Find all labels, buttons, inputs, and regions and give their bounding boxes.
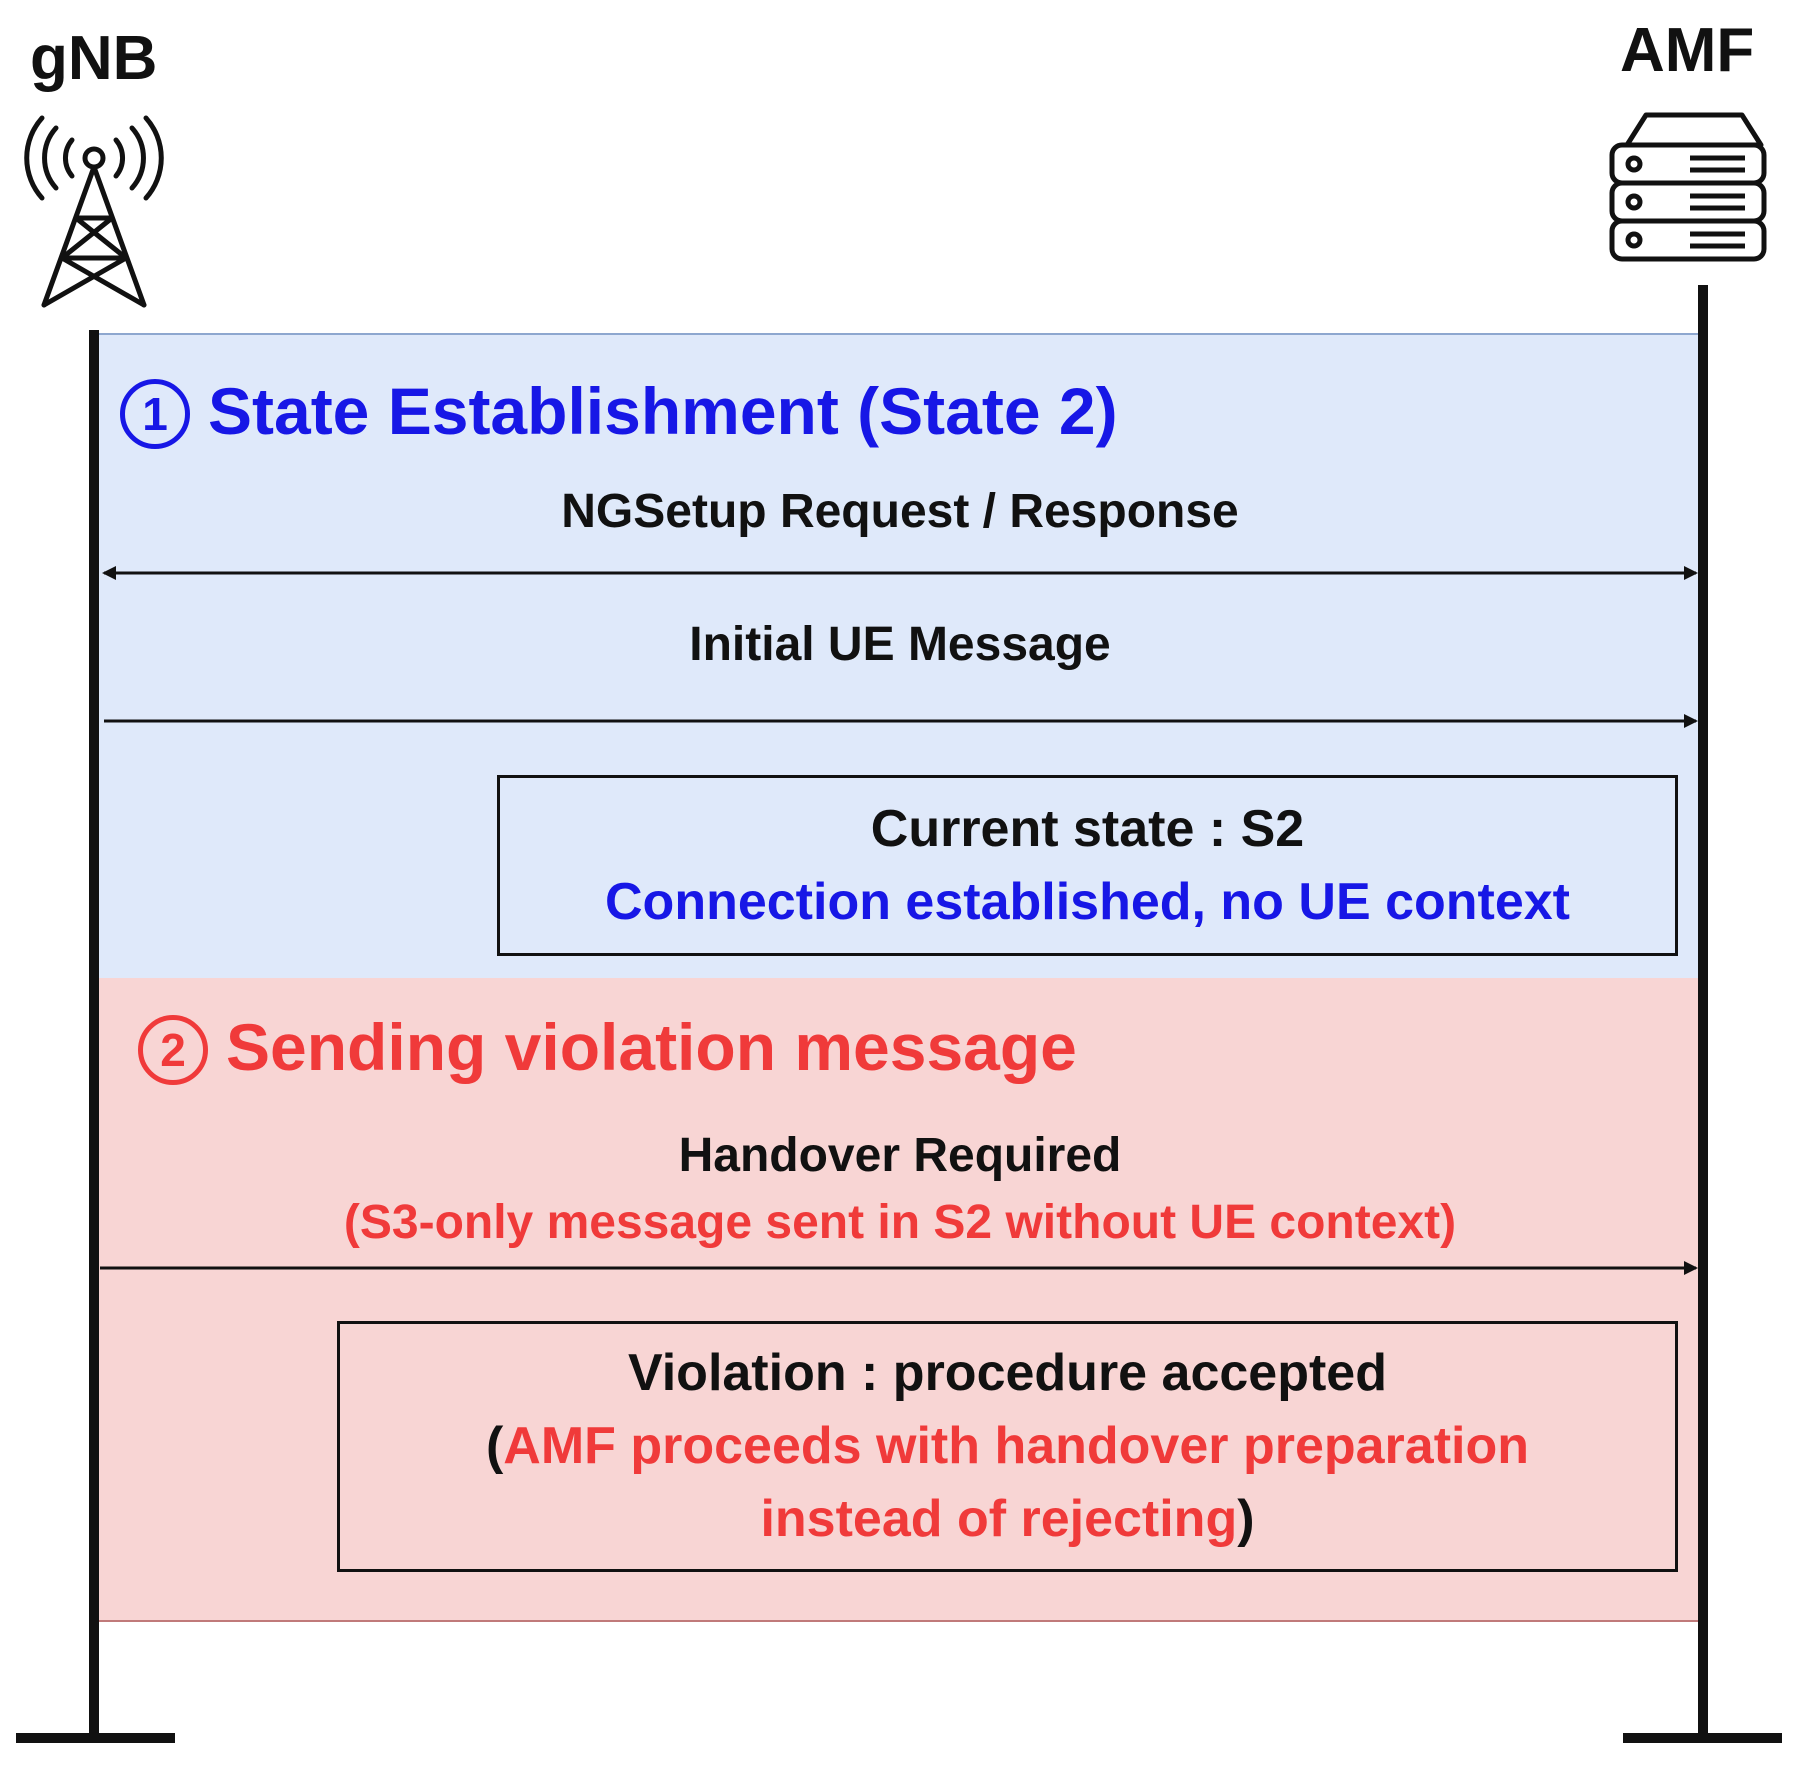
open-paren: ( (485, 1417, 504, 1476)
violation-box: Violation : procedure accepted (AMF proc… (337, 1321, 1678, 1572)
close-paren: ) (1237, 1489, 1255, 1548)
initial-ue-message-label: Initial UE Message (689, 618, 1111, 671)
phase-1-title-text: State Establishment (State 2) (208, 374, 1118, 448)
phase-1-band (98, 333, 1698, 980)
current-state-line: Current state : S2 (870, 799, 1305, 858)
current-state-box: Current state : S2 Connection establishe… (497, 775, 1678, 956)
phase-2-band (98, 978, 1698, 1622)
handover-required-label: Handover Required (678, 1129, 1122, 1182)
violation-explanation-text-1: AMF proceeds with handover preparation (503, 1417, 1530, 1476)
handover-required-note: (S3-only message sent in S2 without UE c… (343, 1196, 1457, 1249)
server-icon (1609, 112, 1767, 262)
violation-explanation-line-1: (AMF proceeds with handover preparation (340, 1410, 1675, 1483)
phase-1-number: 1 (120, 379, 190, 449)
violation-line: Violation : procedure accepted (627, 1344, 1387, 1403)
violation-explanation-line-2: instead of rejecting) (340, 1483, 1675, 1556)
violation-explanation-text-2: instead of rejecting (760, 1489, 1238, 1548)
phase-2-title-text: Sending violation message (226, 1010, 1077, 1084)
amf-label: AMF (1620, 16, 1755, 85)
current-state-description: Connection established, no UE context (605, 872, 1570, 931)
gnb-label: gNB (30, 24, 158, 93)
phase-2-number: 2 (138, 1015, 208, 1085)
ngsetup-message-label: NGSetup Request / Response (561, 485, 1239, 538)
cell-tower-icon (24, 115, 164, 308)
